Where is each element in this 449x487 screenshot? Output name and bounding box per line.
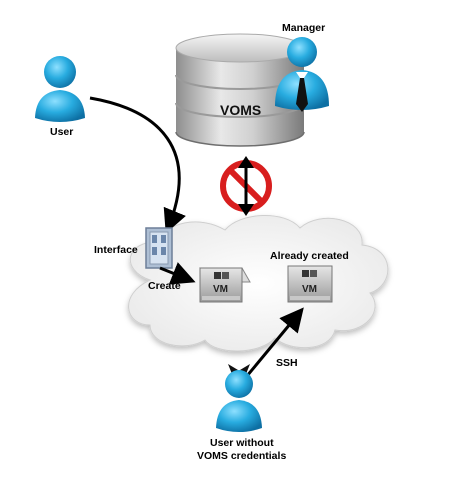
cloud-icon xyxy=(128,215,389,352)
ssh-arrow xyxy=(240,307,304,383)
user-without-label-line1: User without xyxy=(210,437,274,449)
server-icon xyxy=(199,267,251,303)
door-icon xyxy=(145,227,173,269)
manager-label: Manager xyxy=(282,22,325,34)
user-to-interface-arrow xyxy=(89,96,186,234)
user-label: User xyxy=(50,126,73,138)
already-created-label: Already created xyxy=(270,250,349,262)
manager-icon xyxy=(275,37,329,112)
create-arrow xyxy=(159,262,196,285)
person-icon xyxy=(216,364,262,432)
prohibited-icon xyxy=(220,156,272,216)
ssh-label: SSH xyxy=(276,357,298,369)
person-icon xyxy=(35,56,85,122)
create-label: Create xyxy=(148,280,181,292)
vm-label-created: VM xyxy=(213,284,228,295)
user-without-label-line2: VOMS credentials xyxy=(197,450,286,462)
voms-label: VOMS xyxy=(220,102,261,118)
vm-label-existing: VM xyxy=(302,284,317,295)
server-icon xyxy=(287,265,333,303)
interface-label: Interface xyxy=(94,244,138,256)
